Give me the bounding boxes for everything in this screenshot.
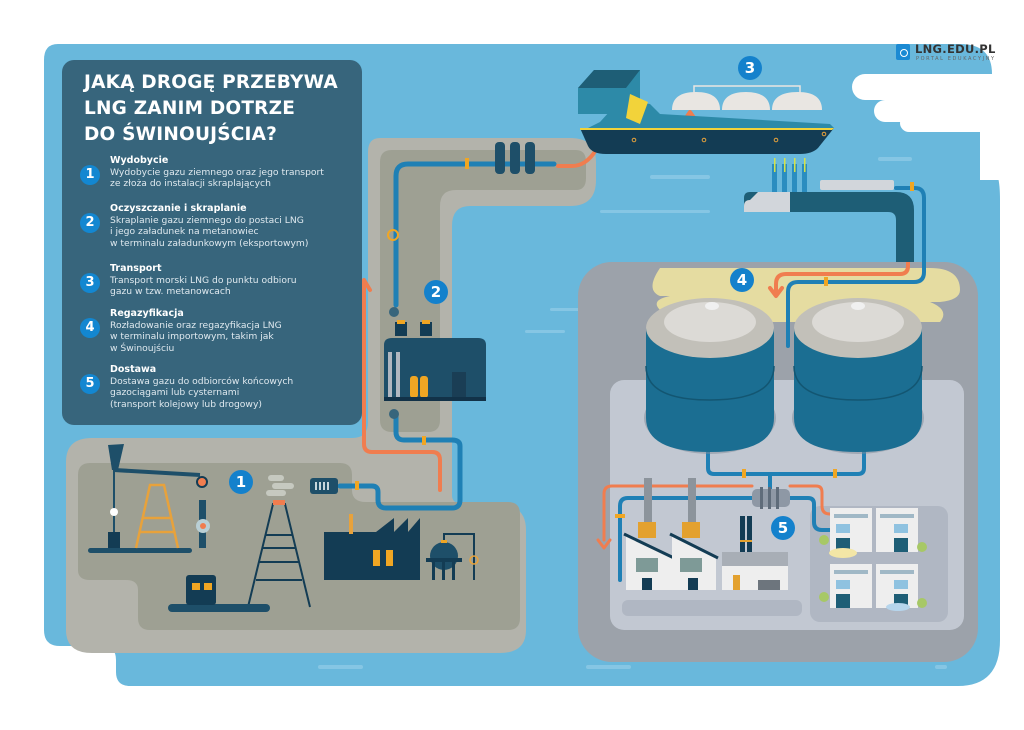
storage-tank-right: [792, 298, 924, 454]
map-badge-step-3: 3: [738, 56, 762, 80]
panel-title: JAKĄ DROGĘ PRZEBYWA LNG ZANIM DOTRZE DO …: [84, 72, 338, 145]
unloading-jetty: [744, 158, 914, 262]
step-name: Transport: [110, 263, 162, 274]
logo-name: LNG.EDU.PL: [915, 42, 996, 56]
map-badge-step-2: 2: [424, 280, 448, 304]
step-number-badge: 2: [80, 213, 100, 233]
distribution-area: [623, 478, 927, 611]
step-description: Transport morski LNG do punktu odbioru g…: [110, 275, 297, 298]
pipe-end: [389, 307, 399, 317]
gas-storage-spheres: [495, 142, 535, 174]
industrial-consumers: [623, 478, 788, 590]
pipe-valves: [355, 158, 914, 518]
residential-consumers: [819, 508, 927, 611]
liquefaction-plant: [384, 320, 486, 401]
pipe-end: [389, 409, 399, 419]
step-number-badge: 1: [80, 165, 100, 185]
step-name: Oczyszczanie i skraplanie: [110, 203, 247, 214]
step-description: Wydobycie gazu ziemnego oraz jego transp…: [110, 167, 324, 190]
info-panel: JAKĄ DROGĘ PRZEBYWA LNG ZANIM DOTRZE DO …: [62, 60, 362, 425]
storage-tank-left: [644, 298, 776, 454]
step-description: Skraplanie gazu ziemnego do postaci LNG …: [110, 215, 309, 249]
map-badge-step-4: 4: [730, 268, 754, 292]
valve-wheel: [387, 229, 399, 241]
map-badge-step-1: 1: [229, 470, 253, 494]
step-description: Rozładowanie oraz regazyfikacja LNG w te…: [110, 320, 282, 354]
step-name: Wydobycie: [110, 155, 169, 166]
site-logo[interactable]: LNG.EDU.PL PORTAL EDUKACYJNY: [896, 42, 1006, 70]
drop-icon: [896, 44, 910, 60]
lng-storage-tanks: [644, 298, 924, 454]
logo-subtitle: PORTAL EDUKACYJNY: [916, 56, 996, 62]
step-name: Dostawa: [110, 364, 157, 375]
step-name: Regazyfikacja: [110, 308, 184, 319]
extraction-site: [88, 444, 479, 612]
map-badge-step-5: 5: [771, 516, 795, 540]
lng-carrier-ship: [578, 70, 834, 154]
step-number-badge: 3: [80, 273, 100, 293]
step-number-badge: 4: [80, 318, 100, 338]
step-description: Dostawa gazu do odbiorców końcowych gazo…: [110, 376, 294, 410]
step-number-badge: 5: [80, 374, 100, 394]
